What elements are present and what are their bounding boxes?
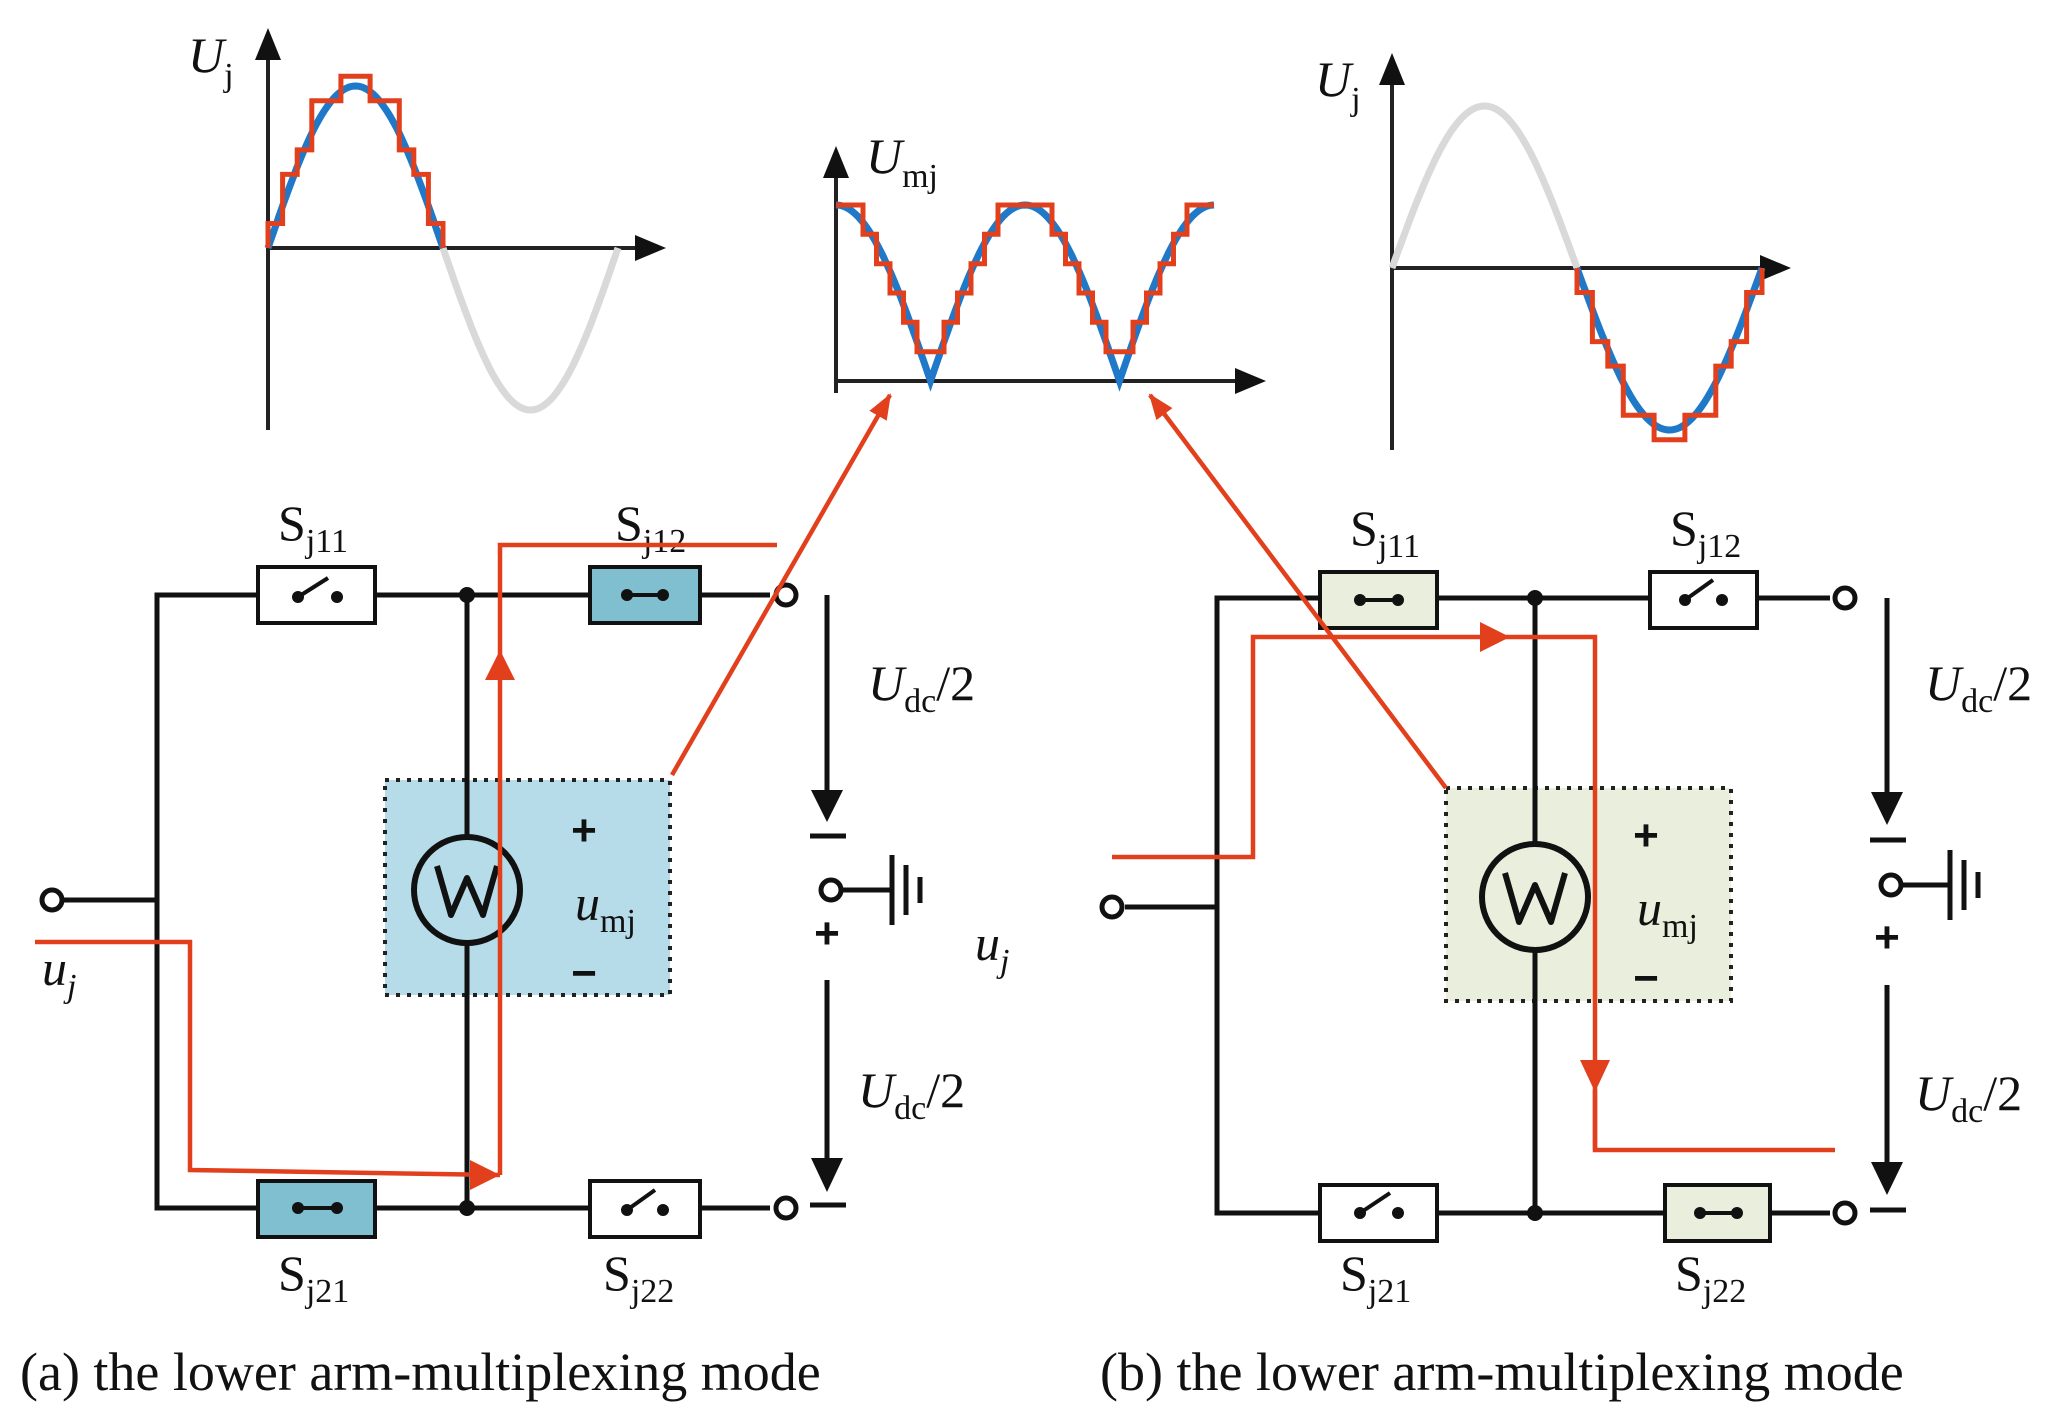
current-path <box>35 939 501 1178</box>
arrow-icon <box>1379 53 1405 85</box>
switch-icon <box>588 565 702 625</box>
circuit-b: + − umj + Sj11 Sj12 Sj21 Sj22 Udc/2 Udc/… <box>975 500 2032 1402</box>
dc-midpoint-terminal <box>818 877 844 903</box>
switch-icon <box>1318 570 1439 630</box>
arrow-icon <box>1871 1162 1903 1195</box>
switch-icon <box>256 565 377 625</box>
sine-curve <box>1573 266 1766 434</box>
switch-icon <box>1648 570 1759 630</box>
switch-label-sj11: Sj11 <box>1350 500 1420 565</box>
module-plus-sign: + <box>571 806 597 855</box>
dc-terminal-bottom <box>773 1195 799 1221</box>
switch-label-sj11: Sj11 <box>278 495 348 560</box>
umj-label: umj <box>1637 880 1698 945</box>
udc-bottom-label: Udc/2 <box>1915 1065 2022 1130</box>
uj-label: uj <box>42 940 76 1005</box>
current-path <box>1592 1090 1835 1153</box>
switch-label-sj12: Sj12 <box>615 495 686 560</box>
udc-top-label: Udc/2 <box>868 655 975 720</box>
umj-label: umj <box>575 875 636 940</box>
sine-curve <box>264 82 447 250</box>
waveform-left: Uj <box>188 27 666 430</box>
module-minus-sign: − <box>571 949 597 998</box>
ground-icon <box>889 855 923 925</box>
submodule-box <box>383 778 672 997</box>
switch-label-sj22: Sj22 <box>603 1245 674 1310</box>
circuit-a: + − umj + Sj11 Sj12 Sj21 Sj22 Udc/2 Udc/… <box>20 495 975 1402</box>
current-path <box>1112 634 1598 1150</box>
left-rail-wire <box>1214 595 1320 1216</box>
ac-terminal <box>39 887 65 913</box>
arrow-icon <box>1235 368 1266 394</box>
connector-arrow-b <box>1148 393 1448 790</box>
wave-left-ylabel: Uj <box>188 27 234 94</box>
arrow-icon <box>823 146 849 178</box>
wave-right-ylabel: Uj <box>1315 51 1361 118</box>
arrow-icon <box>1871 792 1903 825</box>
current-arrow-icon <box>470 1160 500 1190</box>
current-arrow-icon <box>485 650 515 680</box>
dc-terminal-bottom <box>1832 1200 1858 1226</box>
udc-bottom-label: Udc/2 <box>858 1062 965 1127</box>
ac-terminal <box>1099 894 1125 920</box>
current-arrow-icon <box>1480 622 1510 652</box>
junction-dot <box>1527 590 1543 606</box>
waveform-middle: Umj <box>823 128 1266 394</box>
caption-b: (b) the lower arm-multiplexing mode <box>1100 1342 1904 1402</box>
junction-dot <box>459 1200 475 1216</box>
switch-icon <box>1663 1183 1772 1243</box>
staircase-waveform <box>1574 268 1765 443</box>
arrow-icon <box>1760 255 1791 281</box>
dc-plus-sign: + <box>814 909 840 958</box>
switch-label-sj21: Sj21 <box>1340 1245 1411 1310</box>
switch-icon <box>1318 1183 1439 1243</box>
arrow-icon <box>635 235 666 261</box>
wave-middle-ylabel: Umj <box>866 128 938 195</box>
arrow-icon <box>255 28 281 60</box>
current-arrow-icon <box>1580 1060 1610 1092</box>
waveform-right: Uj <box>1315 51 1791 450</box>
udc-top-label: Udc/2 <box>1925 655 2032 720</box>
switch-icon <box>588 1179 702 1239</box>
voltage-source-icon <box>1479 841 1591 953</box>
current-path <box>497 542 777 1175</box>
arrow-icon <box>811 790 843 822</box>
junction-dot <box>1527 1205 1543 1221</box>
staircase-waveform <box>836 202 1214 355</box>
junction-dot <box>459 587 475 603</box>
caption-a: (a) the lower arm-multiplexing mode <box>20 1342 821 1402</box>
arrow-icon <box>811 1158 843 1192</box>
module-minus-sign: − <box>1633 954 1659 1003</box>
ground-icon <box>1947 850 1981 920</box>
ghost-sine-curve <box>1388 102 1581 270</box>
dc-midpoint-terminal <box>1878 872 1904 898</box>
dc-terminal-top <box>1832 585 1858 611</box>
voltage-source-icon <box>411 834 523 946</box>
module-plus-sign: + <box>1633 811 1659 860</box>
switch-label-sj22: Sj22 <box>1675 1245 1746 1310</box>
dc-plus-sign: + <box>1874 913 1900 962</box>
switch-label-sj21: Sj21 <box>278 1245 349 1310</box>
ghost-sine-curve <box>439 246 622 414</box>
staircase-waveform <box>265 73 446 248</box>
connector-arrow-a <box>670 393 892 777</box>
switch-icon <box>256 1179 377 1239</box>
uj-label: uj <box>975 915 1009 980</box>
switch-label-sj12: Sj12 <box>1670 500 1741 565</box>
